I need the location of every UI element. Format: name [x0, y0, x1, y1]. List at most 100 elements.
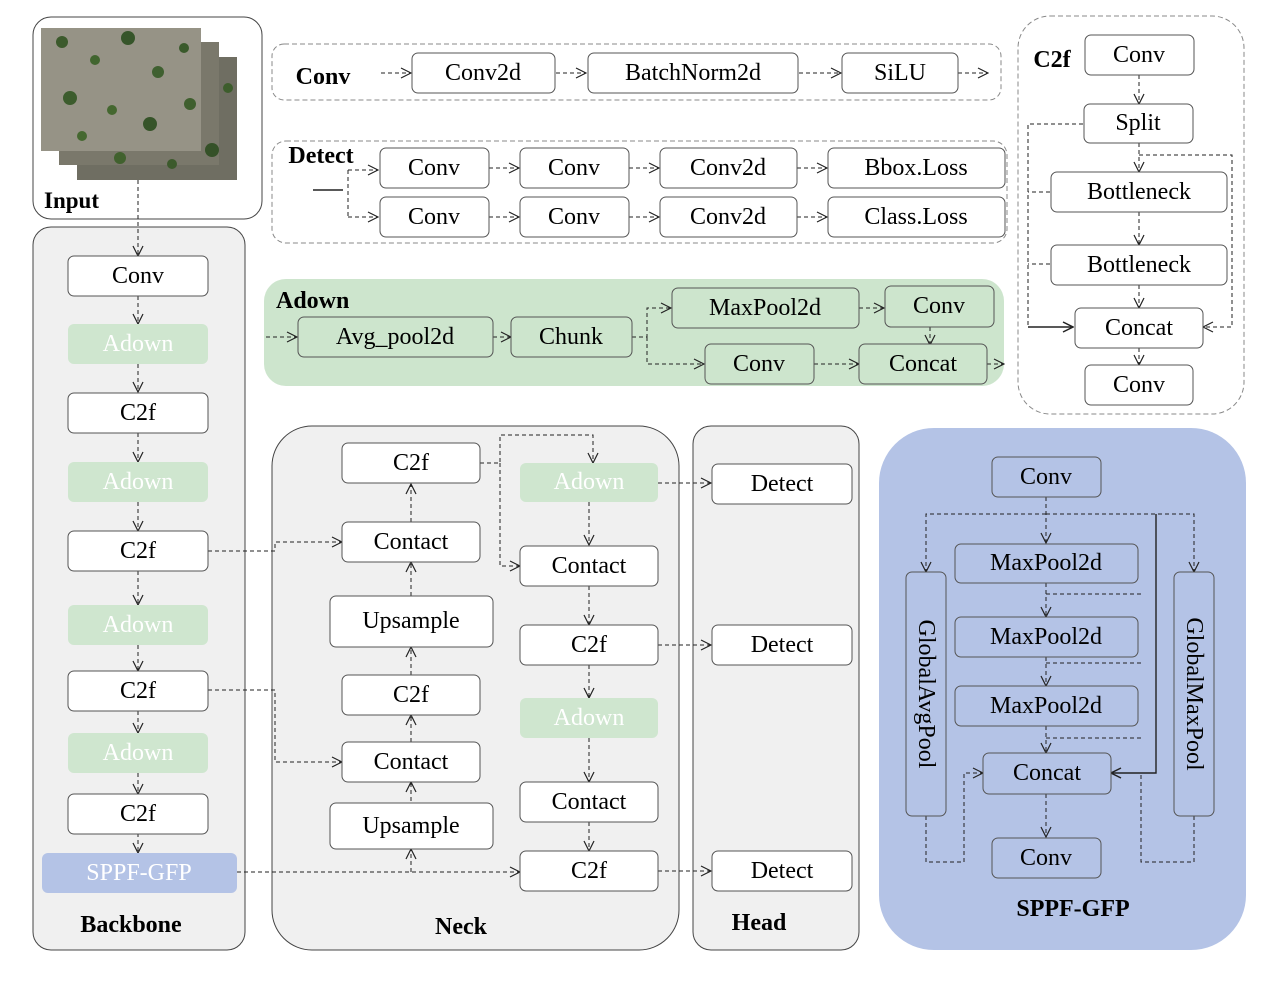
svg-text:Conv: Conv — [548, 155, 600, 181]
svg-text:Conv: Conv — [1113, 372, 1165, 398]
svg-text:Adown: Adown — [103, 740, 174, 766]
sppf-maxpool2d-1: MaxPool2d — [954, 543, 1139, 584]
svg-text:Conv: Conv — [1020, 464, 1072, 490]
backbone-node-conv: Conv — [67, 255, 209, 297]
svg-text:Adown: Adown — [554, 705, 625, 731]
backbone-node-c2f-4: C2f — [67, 793, 209, 835]
c2f-concat: Concat — [1074, 307, 1204, 349]
head-title: Head — [732, 910, 787, 936]
backbone-node-adown-2: Adown — [68, 462, 208, 502]
svg-text:Conv: Conv — [408, 204, 460, 230]
neck-right-c2f-mid: C2f — [519, 624, 659, 666]
head-detect-3: Detect — [711, 850, 853, 892]
svg-text:Adown: Adown — [554, 469, 625, 495]
head-detect-2: Detect — [711, 624, 853, 666]
input-label: Input — [44, 188, 99, 213]
svg-text:Detect: Detect — [751, 632, 814, 658]
sppf-conv-top: Conv — [991, 456, 1102, 498]
svg-text:Bottleneck: Bottleneck — [1087, 179, 1191, 205]
detect-row2-class-loss: Class.Loss — [827, 196, 1006, 238]
sppf-conv-bottom: Conv — [991, 837, 1102, 879]
svg-text:MaxPool2d: MaxPool2d — [990, 624, 1102, 650]
backbone-node-adown-3: Adown — [68, 605, 208, 645]
svg-text:MaxPool2d: MaxPool2d — [709, 295, 821, 321]
c2f-split: Split — [1083, 103, 1194, 144]
svg-text:MaxPool2d: MaxPool2d — [990, 693, 1102, 719]
conv-module-title: Conv — [296, 64, 351, 90]
sppf-maxpool2d-3: MaxPool2d — [954, 685, 1139, 727]
detect-row1-conv2d: Conv2d — [659, 147, 798, 189]
sppf-module-title: SPPF-GFP — [1016, 896, 1129, 922]
conv-module-conv2d: Conv2d — [411, 52, 556, 94]
neck-right-contact-bottom: Contact — [519, 781, 659, 823]
svg-text:Detect: Detect — [751, 858, 814, 884]
svg-text:Conv2d: Conv2d — [690, 155, 766, 181]
c2f-conv-bottom: Conv — [1084, 364, 1194, 406]
svg-text:C2f: C2f — [393, 682, 429, 708]
svg-text:Concat: Concat — [1013, 760, 1081, 786]
backbone-node-c2f-1: C2f — [67, 392, 209, 434]
svg-text:Conv: Conv — [733, 351, 785, 377]
backbone-node-c2f-3: C2f — [67, 670, 209, 712]
neck-left-c2f-top: C2f — [341, 442, 481, 484]
sppf-global-max-pool: GlobalMaxPool — [1173, 571, 1215, 817]
edges — [138, 73, 1233, 872]
backbone-title: Backbone — [80, 912, 182, 938]
c2f-conv-top: Conv — [1084, 34, 1195, 76]
neck-left-c2f-mid: C2f — [341, 674, 481, 716]
svg-text:Adown: Adown — [103, 469, 174, 495]
c2f-bottleneck-1: Bottleneck — [1050, 171, 1228, 213]
svg-text:Upsample: Upsample — [362, 813, 459, 839]
svg-text:Conv: Conv — [408, 155, 460, 181]
sppf-global-avg-pool: GlobalAvgPool — [905, 571, 947, 817]
svg-text:C2f: C2f — [120, 400, 156, 426]
svg-text:C2f: C2f — [120, 678, 156, 704]
svg-text:Detect: Detect — [751, 471, 814, 497]
detect-row2-conv-2: Conv — [519, 196, 630, 238]
svg-text:Concat: Concat — [889, 351, 957, 377]
svg-text:Adown: Adown — [103, 331, 174, 357]
svg-text:Chunk: Chunk — [539, 324, 603, 350]
detect-row1-conv-2: Conv — [519, 147, 630, 189]
c2f-module-title: C2f — [1033, 47, 1071, 73]
svg-text:Contact: Contact — [552, 789, 627, 815]
svg-text:Contact: Contact — [552, 553, 627, 579]
neck-left-upsample-bottom: Upsample — [329, 802, 494, 850]
svg-text:SiLU: SiLU — [874, 60, 926, 86]
svg-text:Contact: Contact — [374, 529, 449, 555]
svg-text:Concat: Concat — [1105, 315, 1173, 341]
head-panel — [692, 425, 860, 951]
backbone-node-adown-4: Adown — [68, 733, 208, 773]
neck-right-adown-top: Adown — [520, 463, 658, 502]
svg-text:C2f: C2f — [571, 858, 607, 884]
svg-text:Avg_pool2d: Avg_pool2d — [336, 324, 454, 350]
c2f-bottleneck-2: Bottleneck — [1050, 244, 1228, 286]
c2f-module-panel — [1017, 15, 1245, 415]
neck-right-c2f-bottom: C2f — [519, 850, 659, 892]
nodes: Conv Adown C2f Adown C2f Adown C2f Adown… — [42, 34, 1228, 940]
svg-text:Conv: Conv — [1020, 845, 1072, 871]
svg-text:SPPF-GFP: SPPF-GFP — [86, 860, 191, 886]
conv-module-batchnorm2d: BatchNorm2d — [587, 52, 799, 94]
svg-text:Class.Loss: Class.Loss — [864, 204, 967, 230]
svg-text:Upsample: Upsample — [362, 608, 459, 634]
svg-text:C2f: C2f — [120, 801, 156, 827]
detect-row2-conv2d: Conv2d — [659, 196, 798, 238]
adown-chunk: Chunk — [510, 316, 633, 358]
neck-left-contact-top: Contact — [341, 521, 481, 563]
svg-text:C2f: C2f — [393, 450, 429, 476]
neck-title: Neck — [435, 914, 488, 940]
svg-text:GlobalMaxPool: GlobalMaxPool — [1181, 617, 1207, 771]
conv-module-silu: SiLU — [841, 52, 959, 94]
svg-text:Conv: Conv — [913, 293, 965, 319]
svg-text:Conv: Conv — [548, 204, 600, 230]
svg-text:C2f: C2f — [571, 632, 607, 658]
backbone-node-sppf-gfp: SPPF-GFP — [42, 853, 237, 893]
backbone-node-c2f-2: C2f — [67, 530, 209, 572]
svg-text:Split: Split — [1115, 110, 1161, 136]
detect-row1-bbox-loss: Bbox.Loss — [827, 147, 1006, 189]
detect-row2-conv-1: Conv — [379, 196, 490, 238]
input-image — [41, 28, 237, 180]
svg-text:BatchNorm2d: BatchNorm2d — [625, 60, 761, 86]
